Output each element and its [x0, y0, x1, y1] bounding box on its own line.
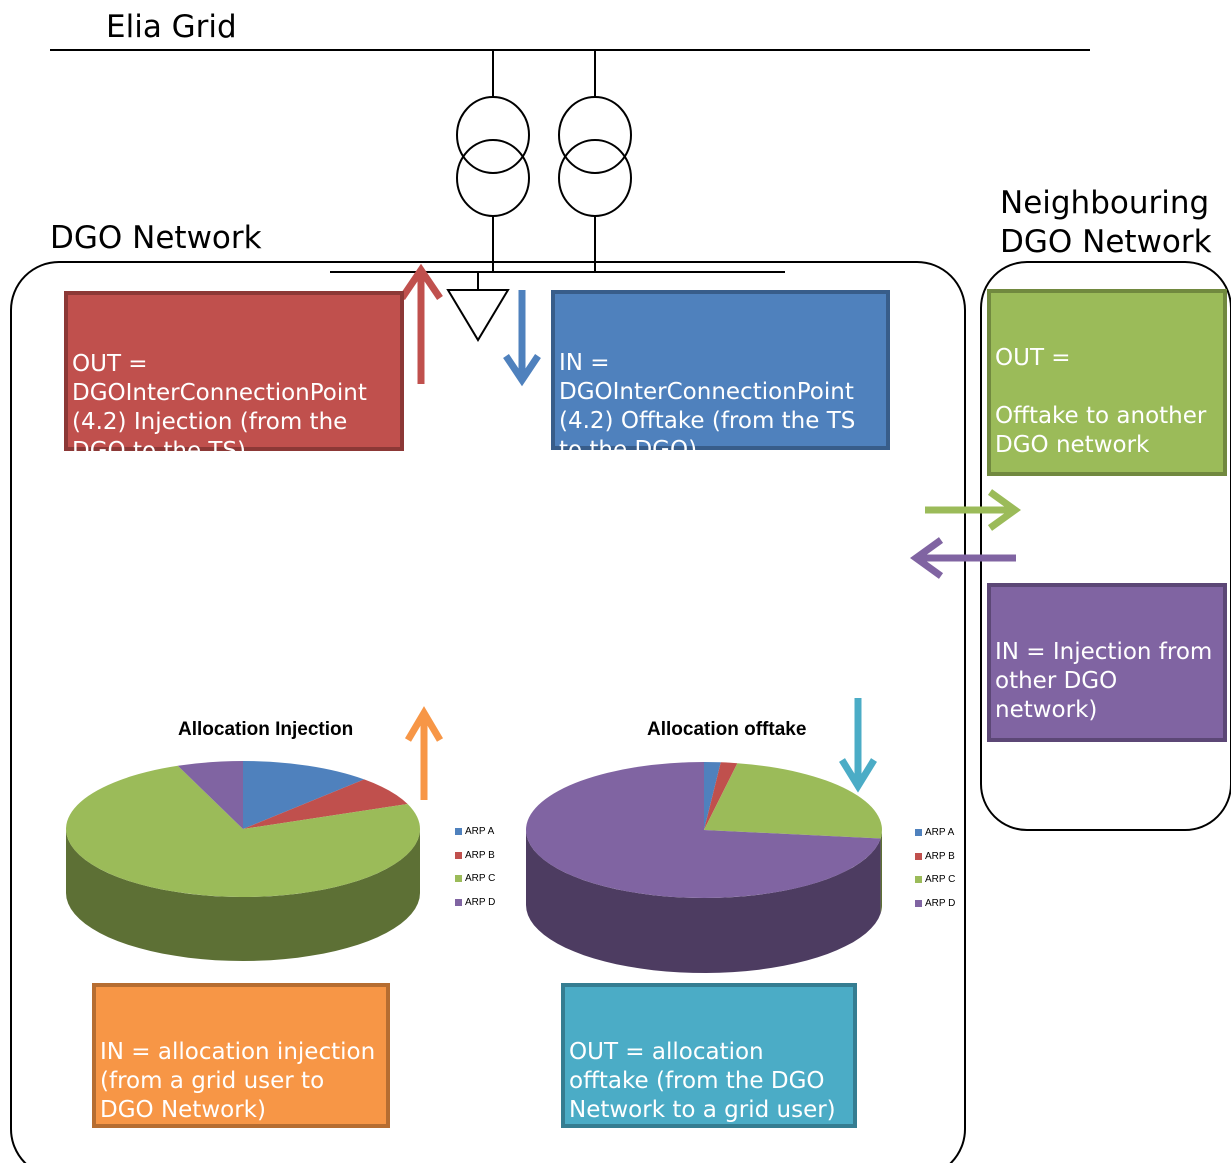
elia-grid-label: Elia Grid	[106, 9, 237, 45]
pie-slice-arp-c	[704, 763, 882, 839]
pie-slice-arp-b	[243, 779, 408, 829]
out-neighbour-text: OUT = Offtake to another DGO network	[995, 345, 1207, 458]
dgo-network-label: DGO Network	[50, 220, 262, 256]
legend-label: ARP B	[465, 849, 495, 861]
load-triangle-symbol	[446, 289, 510, 342]
pie-side-arp-c	[66, 829, 420, 961]
in-interconnection-box: IN = DGOInterConnectionPoint (4.2) Offta…	[551, 290, 890, 463]
in-allocation-text: IN = allocation injection (from a grid u…	[100, 1039, 376, 1123]
arrow-right-green	[925, 489, 1021, 531]
legend-item: ARP A	[455, 820, 495, 844]
legend-label: ARP B	[925, 850, 955, 862]
transformer-left-lower-coil	[456, 139, 530, 217]
legend-item: ARP A	[915, 821, 955, 845]
pie-title-offtake: Allocation offtake	[647, 719, 807, 740]
out-allocation-box: OUT = allocation offtake (from the DGO N…	[561, 983, 857, 1128]
pie-slice-arp-a	[704, 761, 721, 830]
legend-item: ARP B	[915, 845, 955, 869]
out-neighbour-box: OUT = Offtake to another DGO network	[987, 289, 1227, 476]
arrow-down-cyan	[839, 698, 877, 793]
pie-side-arp-d	[526, 830, 881, 973]
legend-item: ARP B	[455, 844, 495, 868]
legend-offtake: ARP A ARP B ARP C ARP D	[915, 821, 955, 915]
in-interconnection-text: IN = DGOInterConnectionPoint (4.2) Offta…	[559, 350, 856, 463]
neighbouring-label-line1: Neighbouring	[1000, 185, 1210, 221]
neighbouring-label-line2: DGO Network	[1000, 224, 1212, 260]
legend-swatch	[915, 852, 922, 860]
in-neighbour-text: IN = Injection from other DGO network)	[995, 639, 1213, 723]
pie-slice-arp-d	[525, 762, 881, 898]
pie-slice-arp-a	[243, 761, 365, 829]
transformer-right-upper-coil	[558, 96, 632, 174]
legend-item: ARP D	[455, 891, 495, 915]
arrow-down-blue	[503, 290, 541, 387]
pie-slice-arp-b	[704, 762, 738, 830]
pie-side-arp-c	[880, 830, 882, 914]
neighbouring-dgo-container	[980, 261, 1231, 831]
legend-swatch	[455, 851, 462, 859]
out-interconnection-text: OUT = DGOInterConnectionPoint (4.2) Inje…	[72, 351, 367, 464]
legend-swatch	[915, 829, 922, 837]
legend-swatch	[455, 828, 462, 836]
out-allocation-text: OUT = allocation offtake (from the DGO N…	[569, 1039, 836, 1123]
pie-chart-allocation-offtake	[525, 761, 882, 973]
legend-injection: ARP A ARP B ARP C ARP D	[455, 820, 495, 914]
legend-label: ARP C	[465, 873, 496, 885]
legend-swatch	[455, 898, 462, 906]
pie-slice-arp-d	[177, 761, 243, 829]
legend-swatch	[915, 876, 922, 884]
legend-label: ARP A	[925, 827, 955, 839]
transformer-left-upper-coil	[456, 96, 530, 174]
legend-label: ARP C	[925, 874, 956, 886]
legend-item: ARP C	[915, 868, 955, 892]
legend-item: ARP D	[915, 892, 955, 916]
legend-item: ARP C	[455, 867, 495, 891]
in-neighbour-box: IN = Injection from other DGO network)	[987, 583, 1227, 742]
legend-swatch	[915, 899, 922, 907]
in-allocation-box: IN = allocation injection (from a grid u…	[92, 983, 390, 1128]
arrow-up-red	[399, 263, 443, 384]
pie-slice-arp-c	[66, 765, 421, 898]
dgo-network-container	[10, 261, 966, 1163]
arrow-left-purple	[910, 537, 1016, 579]
legend-label: ARP A	[465, 826, 495, 838]
arrow-up-orange	[404, 706, 444, 800]
legend-label: ARP D	[925, 897, 956, 909]
out-interconnection-box: OUT = DGOInterConnectionPoint (4.2) Inje…	[64, 291, 404, 464]
transformer-right-lower-coil	[558, 139, 632, 217]
legend-label: ARP D	[465, 896, 496, 908]
pie-chart-allocation-injection	[66, 761, 421, 961]
legend-swatch	[455, 875, 462, 883]
pie-title-injection: Allocation Injection	[178, 719, 354, 740]
